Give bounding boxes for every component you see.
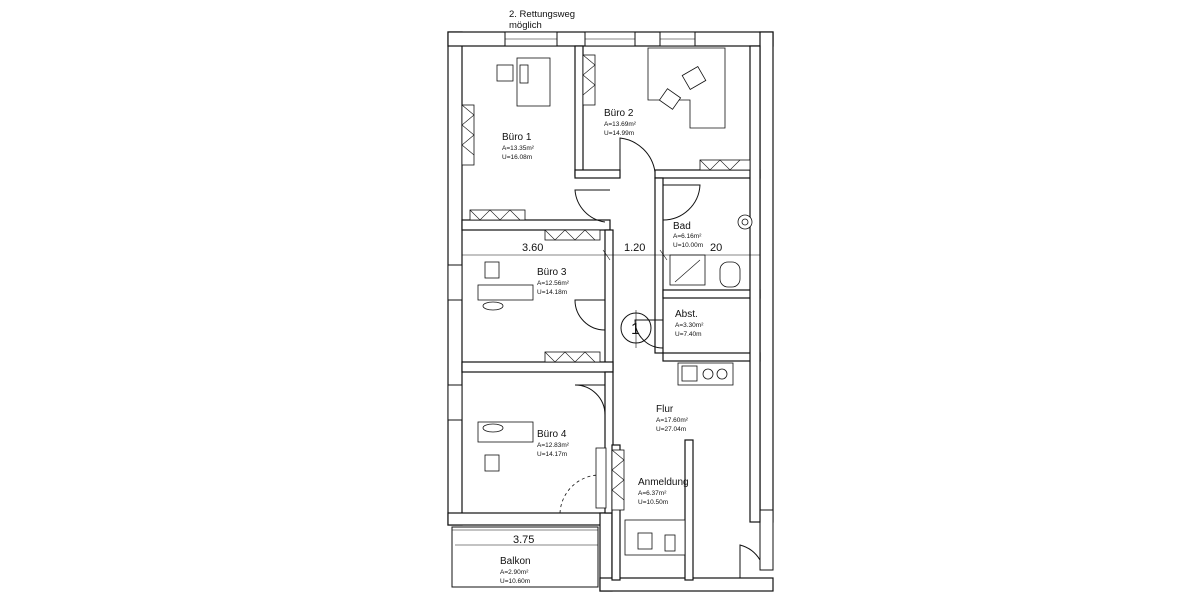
room-balkon: Balkon A=2.90m² U=10.60m	[500, 556, 531, 585]
escape-route-note-2: möglich	[509, 20, 542, 31]
furniture	[477, 47, 753, 556]
dimension-left: 3.60	[522, 242, 543, 254]
room-area: A=12.56m²	[537, 280, 570, 287]
room-buero3: Büro 3 A=12.56m² U=14.18m	[537, 267, 570, 296]
room-perimeter: U=7.40m	[675, 331, 702, 338]
room-perimeter: U=27.04m	[656, 426, 686, 433]
room-area: A=13.35m²	[502, 145, 535, 152]
room-buero4: Büro 4 A=12.83m² U=14.17m	[537, 429, 570, 458]
room-perimeter: U=14.17m	[537, 451, 567, 458]
room-name: Anmeldung	[638, 477, 689, 488]
balcony	[451, 526, 599, 588]
door-swings	[559, 137, 761, 578]
room-name: Büro 3	[537, 267, 567, 278]
room-perimeter: U=10.50m	[638, 499, 668, 506]
room-perimeter: U=14.18m	[537, 289, 567, 296]
dimension-right: 20	[710, 242, 722, 254]
room-perimeter: U=14.99m	[604, 130, 634, 137]
room-perimeter: U=16.08m	[502, 154, 532, 161]
room-bad: Bad A=6.16m² U=10.00m	[673, 221, 703, 249]
room-area: A=2.90m²	[500, 569, 529, 576]
room-area: A=13.69m²	[604, 121, 637, 128]
room-name: Abst.	[675, 309, 698, 320]
section-mark: 1	[631, 321, 640, 338]
room-name: Büro 2	[604, 108, 634, 119]
room-name: Büro 4	[537, 429, 567, 440]
room-flur: Flur A=17.60m² U=27.04m	[656, 404, 689, 433]
room-area: A=12.83m²	[537, 442, 570, 449]
dimension-middle: 1.20	[624, 242, 645, 254]
room-area: A=6.16m²	[673, 233, 702, 240]
room-area: A=6.37m²	[638, 490, 667, 497]
room-buero2: Büro 2 A=13.69m² U=14.99m	[604, 108, 637, 137]
windows	[447, 31, 774, 571]
room-name: Balkon	[500, 556, 531, 567]
dimension-balcony: 3.75	[513, 534, 534, 546]
dimension-lines	[455, 249, 760, 546]
room-name: Büro 1	[502, 132, 532, 143]
room-anmeldung: Anmeldung A=6.37m² U=10.50m	[638, 477, 689, 506]
escape-route-note-1: 2. Rettungsweg	[509, 9, 575, 20]
room-perimeter: U=10.00m	[673, 242, 703, 249]
room-area: A=3.30m²	[675, 322, 704, 329]
room-abst: Abst. A=3.30m² U=7.40m	[675, 309, 704, 338]
room-area: A=17.60m²	[656, 417, 689, 424]
room-name: Bad	[673, 221, 691, 232]
room-perimeter: U=10.60m	[500, 578, 530, 585]
room-name: Flur	[656, 404, 674, 415]
interior-walls	[461, 45, 761, 581]
annotations: 2. Rettungsweg möglich 3.60 1.20 20 3.75…	[509, 9, 722, 546]
radiators	[461, 54, 751, 511]
room-buero1: Büro 1 A=13.35m² U=16.08m	[502, 132, 535, 161]
